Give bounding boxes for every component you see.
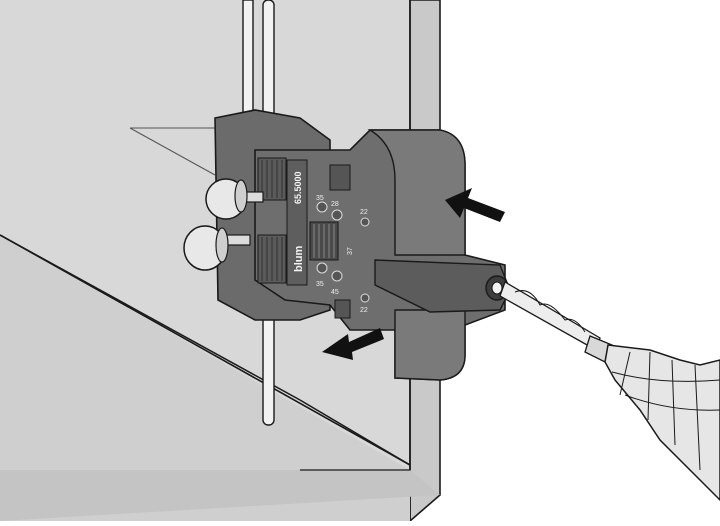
ribbed-clamp xyxy=(257,157,287,284)
brand-label: blum xyxy=(293,246,305,272)
hole-label-bottom-left: 35 xyxy=(316,281,324,288)
hole-label-center: 37 xyxy=(347,247,354,255)
hole-label-top-left: 35 xyxy=(316,195,324,202)
jig-model-label: 65.5000 xyxy=(293,171,303,204)
clamp-knob-icon xyxy=(183,178,264,271)
drill-bit-icon xyxy=(499,281,613,363)
hole-label-bottom-right: 45 xyxy=(331,289,339,296)
hole-label-top-right: 28 xyxy=(331,201,339,208)
drilling-jig: 65.5000 blum 35 28 35 45 22 22 37 xyxy=(214,109,511,381)
drill-chuck xyxy=(604,344,720,502)
hole-markings xyxy=(316,201,370,303)
press-arrow-icon xyxy=(322,188,505,360)
hole-label-side-bottom: 22 xyxy=(360,307,368,314)
hole-label-side-top: 22 xyxy=(360,209,368,216)
